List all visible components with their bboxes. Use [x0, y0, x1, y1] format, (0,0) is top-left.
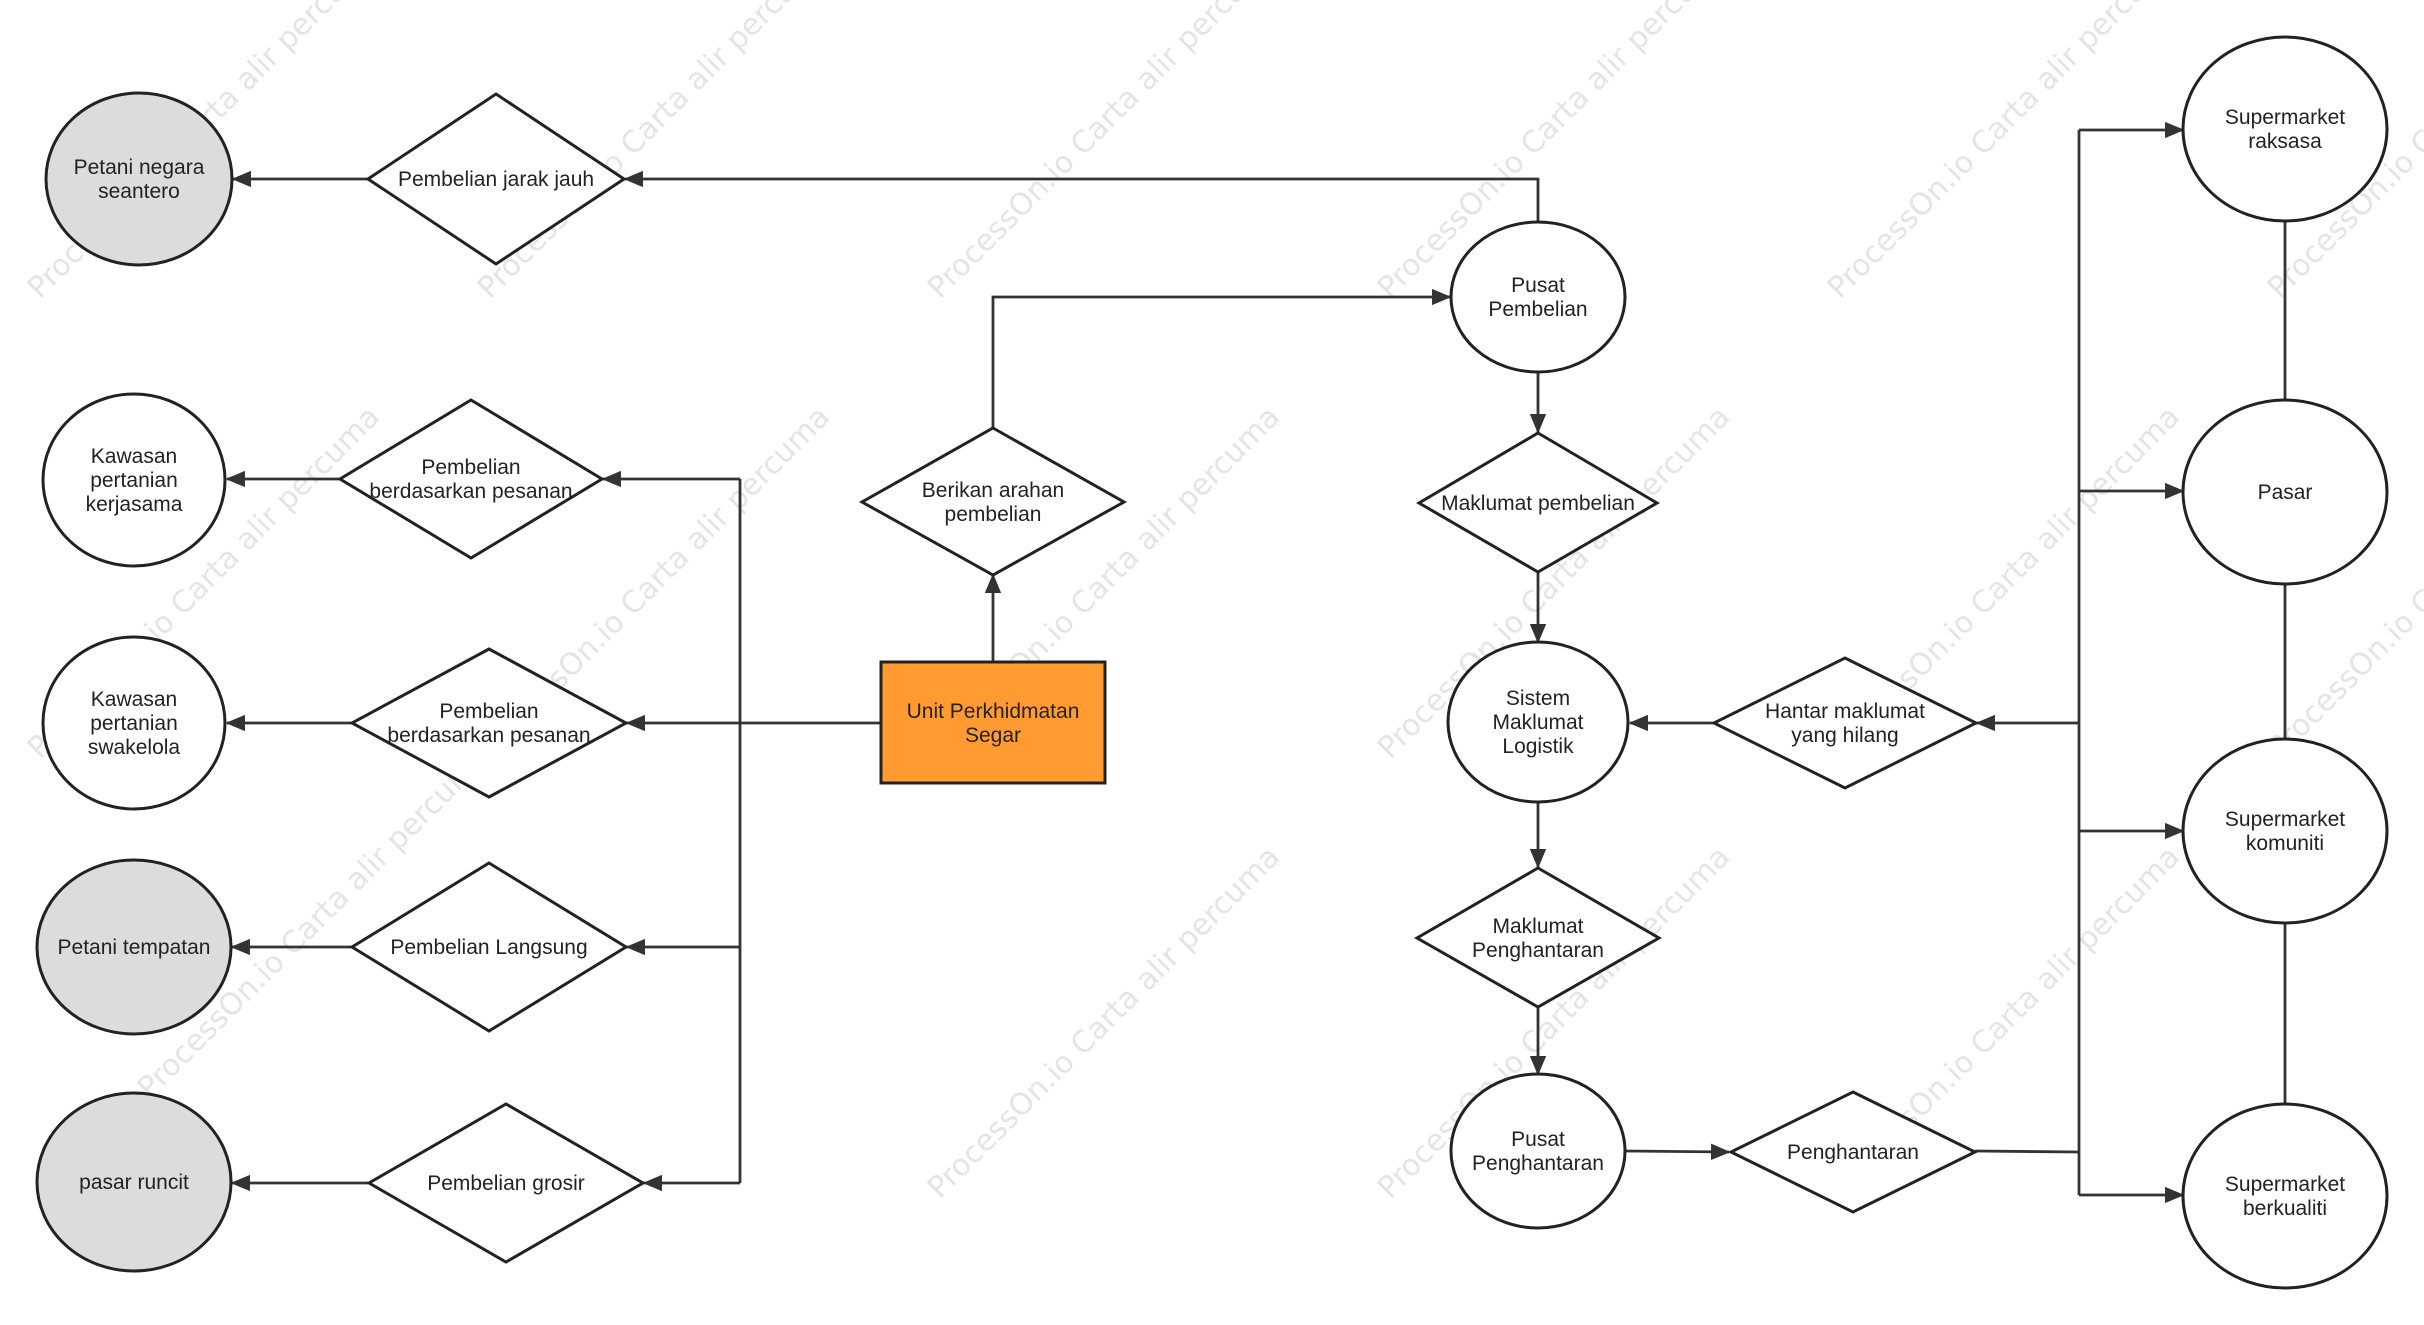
label-pembelian-jarak-jauh: Pembelian jarak jauh	[398, 168, 594, 191]
label-pembelian-langsung: Pembelian Langsung	[390, 936, 587, 959]
node-pembelian-grosir[interactable]	[365, 1102, 647, 1264]
node-supermarket-komuniti[interactable]	[2181, 737, 2389, 925]
node-pembelian-pesanan-2[interactable]	[348, 647, 630, 799]
label-pasar: Pasar	[2258, 481, 2313, 504]
node-berikan-arahan[interactable]	[858, 426, 1128, 577]
node-petani-tempatan[interactable]	[35, 858, 233, 1036]
node-unit-perkhidmatan[interactable]	[879, 660, 1107, 785]
node-petani-negara[interactable]	[44, 91, 234, 267]
node-pasar-runcit[interactable]	[35, 1091, 233, 1273]
node-pembelian-jarak-jauh[interactable]	[365, 92, 627, 266]
label-penghantaran: Penghantaran	[1787, 1141, 1919, 1164]
node-maklumat-pembelian[interactable]	[1416, 431, 1660, 574]
watermark-text: ProcessOn.io Carta alir percuma	[921, 840, 1287, 1206]
node-sistem-logistik[interactable]	[1446, 640, 1630, 804]
node-pasar[interactable]	[2181, 398, 2389, 586]
node-pembelian-langsung[interactable]	[349, 861, 629, 1033]
edge-penghantaran-to-right-trunk	[1974, 1149, 2080, 1154]
node-hantar-maklumat[interactable]	[1710, 656, 1980, 790]
node-supermarket-raksasa[interactable]	[2181, 35, 2389, 223]
node-pusat-penghantaran[interactable]	[1449, 1072, 1627, 1230]
watermark-text: ProcessOn.io Carta alir percuma	[1821, 0, 2187, 306]
edge-pusat-pembelian-to-jarak-jauh	[623, 170, 1540, 222]
node-kawasan-swakelola[interactable]	[41, 635, 227, 811]
label-maklumat-pembelian: Maklumat pembelian	[1441, 492, 1635, 515]
node-penghantaran[interactable]	[1727, 1090, 1979, 1214]
node-pembelian-pesanan-1[interactable]	[337, 398, 605, 560]
watermark-text: ProcessOn.io Carta alir percuma	[921, 0, 1287, 306]
node-maklumat-penghantaran[interactable]	[1413, 866, 1663, 1009]
label-pasar-runcit: pasar runcit	[79, 1171, 189, 1194]
label-pembelian-grosir: Pembelian grosir	[427, 1172, 585, 1195]
edges-layer	[225, 121, 2287, 1204]
node-pusat-pembelian[interactable]	[1449, 220, 1627, 374]
edge-berikan-arahan-to-pusat-pembelian	[991, 288, 1452, 428]
label-petani-tempatan: Petani tempatan	[58, 936, 211, 959]
node-kawasan-kerjasama[interactable]	[41, 392, 227, 568]
edge-pusat-penghantaran-to-penghantaran	[1624, 1143, 1731, 1160]
node-supermarket-berkualiti[interactable]	[2181, 1102, 2389, 1290]
